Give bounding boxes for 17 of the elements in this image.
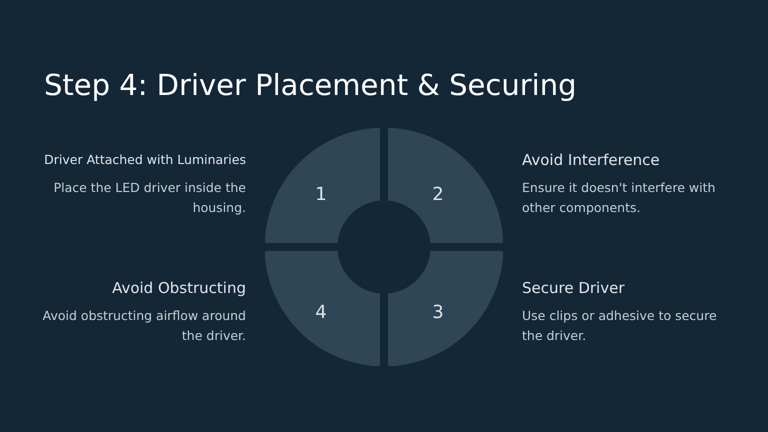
step-heading: Avoid Obstructing — [112, 278, 246, 298]
step-description: Place the LED driver inside the housing. — [52, 179, 246, 217]
slide-title: Step 4: Driver Placement & Securing — [44, 67, 576, 103]
ring-segment — [388, 128, 503, 243]
segment-number: 4 — [315, 302, 327, 324]
step-description: Use clips or adhesive to secure the driver. — [522, 307, 718, 345]
step-description: Ensure it doesn't interfere with other components. — [522, 179, 716, 217]
segment-number: 2 — [432, 184, 444, 206]
step-heading: Secure Driver — [522, 278, 624, 298]
step-heading: Avoid Interference — [522, 150, 660, 170]
segment-number: 1 — [315, 184, 327, 206]
step-description: Avoid obstructing airflow around the driver. — [42, 307, 246, 345]
step-heading: Driver Attached with Luminaries — [44, 151, 246, 169]
ring-segment — [265, 128, 380, 243]
ring-segment — [265, 251, 380, 366]
ring-segment — [388, 251, 503, 366]
segment-number: 3 — [432, 302, 444, 324]
